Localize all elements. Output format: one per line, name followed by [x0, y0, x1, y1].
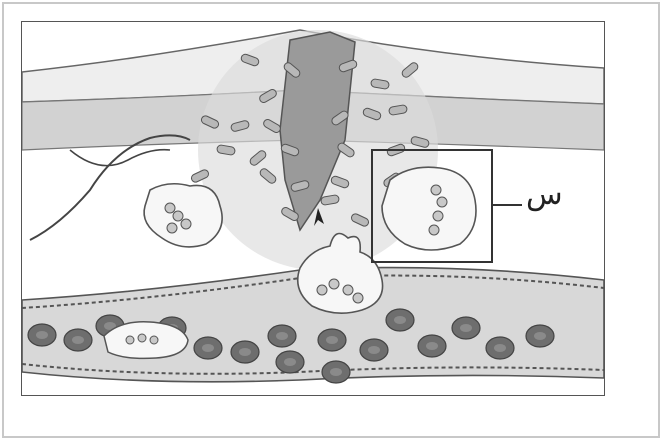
- red-blood-cell: [486, 337, 514, 359]
- red-blood-cell: [268, 325, 296, 347]
- red-blood-cell: [360, 339, 388, 361]
- phagocyte-boxed: [382, 167, 476, 250]
- red-blood-cell: [64, 329, 92, 351]
- red-blood-cell: [418, 335, 446, 357]
- red-blood-cell: [231, 341, 259, 363]
- structure-label: س: [526, 180, 563, 210]
- red-blood-cell: [452, 317, 480, 339]
- red-blood-cell: [276, 351, 304, 373]
- phagocyte-in-vessel: [104, 322, 188, 359]
- red-blood-cell: [194, 337, 222, 359]
- red-blood-cell: [322, 361, 350, 383]
- red-blood-cell: [386, 309, 414, 331]
- red-blood-cell: [318, 329, 346, 351]
- red-blood-cell: [28, 324, 56, 346]
- red-blood-cell: [526, 325, 554, 347]
